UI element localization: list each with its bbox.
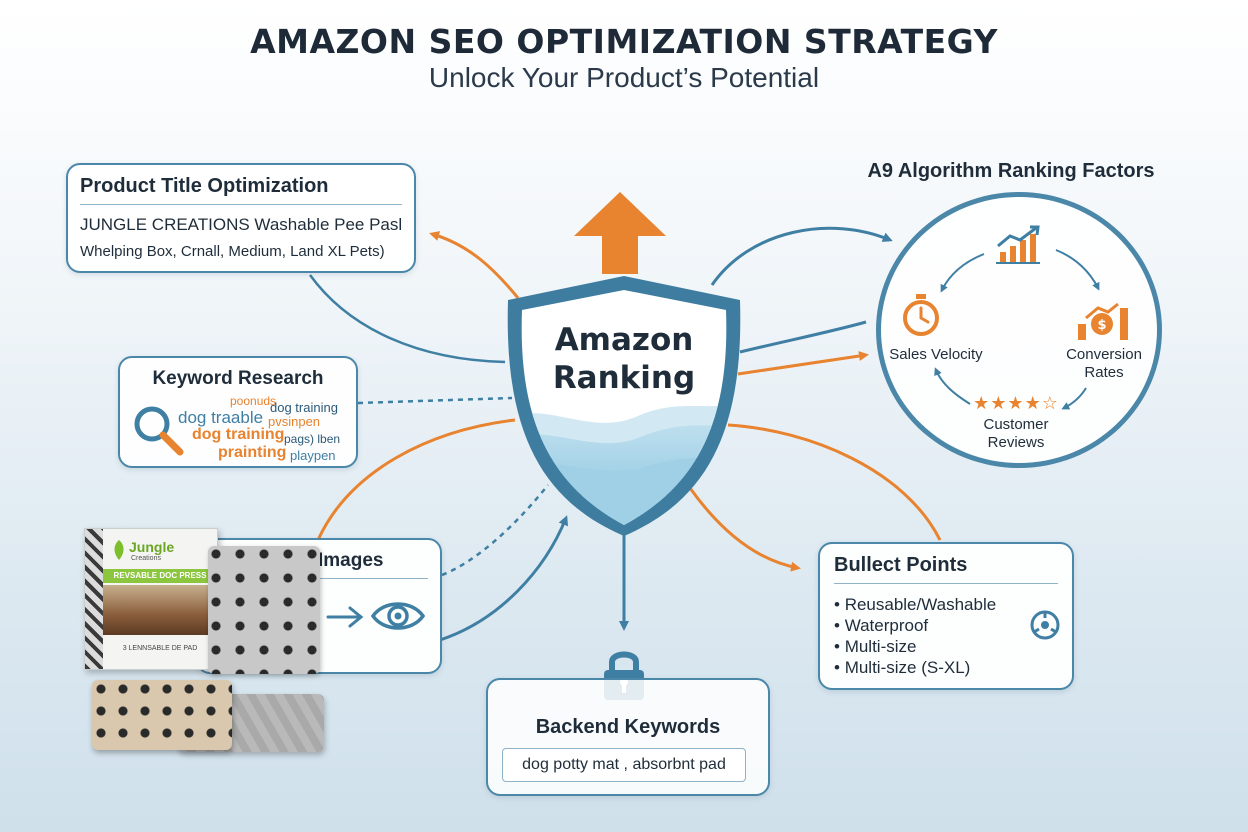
connector-keyword	[357, 396, 513, 405]
stopwatch-icon	[903, 294, 939, 336]
keyword-word: pvsinpen	[268, 414, 321, 429]
a9-sales-velocity: Sales Velocity	[889, 346, 983, 363]
ranking-shield	[507, 276, 741, 536]
product-title-heading: Product Title Optimization	[80, 175, 402, 205]
backend-keywords-heading: Backend Keywords	[535, 716, 721, 738]
pad-mockup-back	[208, 546, 320, 674]
keyword-research-heading: Keyword Research	[152, 368, 324, 389]
a9-conversion-line1: Conversion	[1066, 346, 1142, 363]
keyword-research-card: Keyword Research poonuds dog traable dog…	[118, 356, 358, 468]
images-heading: Images	[318, 550, 428, 579]
a9-reviews-line1: Customer	[983, 416, 1049, 433]
bullet-points-list: Reusable/Washable Waterproof Multi-size …	[834, 594, 1058, 678]
keyword-word: dog training	[270, 400, 338, 415]
connector-a9-arc	[710, 226, 893, 286]
a9-cycle-arrows	[934, 249, 1100, 410]
package-band: REVSABLE DOC PRESS	[103, 569, 217, 583]
package-pattern-strip	[85, 529, 103, 669]
settings-icon	[1030, 610, 1060, 640]
bullet-points-heading: Bullect Points	[834, 554, 1058, 584]
connector-a9-orange	[737, 351, 869, 376]
connector-title-curve	[308, 274, 506, 364]
connector-images-dotted	[441, 484, 549, 577]
keyword-word: pags) lben	[284, 432, 341, 446]
leaf-logo-icon	[114, 540, 124, 560]
star-rating-icon: ★★★★☆	[973, 393, 1059, 413]
package-photo	[103, 585, 217, 635]
a9-heading: A9 Algorithm Ranking Factors	[867, 160, 1155, 182]
a9-conversion-line2: Rates	[1084, 364, 1124, 381]
connector-to-title	[429, 231, 520, 299]
a9-reviews-line2: Reviews	[987, 434, 1045, 451]
backend-keywords-card: Backend Keywords dog potty mat , absorbn…	[486, 678, 770, 796]
svg-text:$: $	[1097, 318, 1106, 333]
connector-bullets	[688, 487, 801, 572]
keyword-word: poonuds	[230, 394, 277, 408]
package-brand: Jungle	[129, 539, 175, 555]
dollar-chart-icon: $	[1078, 302, 1128, 340]
page-title: AMAZON SEO OPTIMIZATION STRATEGY	[250, 22, 998, 61]
center-label-ranking: Ranking	[552, 360, 696, 396]
eye-icon	[370, 602, 426, 630]
product-title-line2: Whelping Box, Crnall, Medium, Land XL Pe…	[80, 243, 385, 260]
connector-bullets-arc	[727, 423, 942, 541]
center-label-amazon: Amazon	[554, 322, 694, 358]
package-bottom-text: 3 LENNSABLE DE PAD	[122, 645, 198, 652]
arrow-right-icon	[326, 606, 364, 628]
keyword-word: dog traable	[178, 408, 264, 427]
keyword-word: playpen	[290, 448, 336, 463]
bullet-item: Multi-size (S-XL)	[834, 657, 1058, 678]
connector-a9-blue	[739, 320, 867, 354]
package-brand-sub: Creations	[131, 555, 161, 562]
bullet-item: Multi-size	[834, 636, 1058, 657]
keyword-word: dog training	[192, 426, 285, 443]
connector-images-blue	[439, 515, 569, 642]
connector-images-orange	[316, 418, 516, 541]
chart-up-icon	[996, 225, 1040, 264]
backend-keywords-value: dog potty mat , absorbnt pad	[502, 748, 746, 782]
bullet-item: Waterproof	[834, 615, 1058, 636]
arrow-up-icon	[574, 192, 666, 274]
keyword-word: prainting	[218, 444, 287, 461]
search-icon	[134, 406, 184, 456]
page-subtitle: Unlock Your Product’s Potential	[428, 62, 820, 93]
bullet-item: Reusable/Washable	[834, 594, 1058, 615]
product-package: Jungle Creations REVSABLE DOC PRESS 3 LE…	[84, 528, 218, 670]
product-title-line1: JUNGLE CREATIONS Washable Pee Pasl	[80, 215, 403, 234]
pad-mockup-folded-beige	[92, 680, 232, 750]
bullet-points-card: Bullect Points Reusable/Washable Waterpr…	[818, 542, 1074, 690]
product-title-card: Product Title Optimization JUNGLE CREATI…	[66, 163, 416, 273]
